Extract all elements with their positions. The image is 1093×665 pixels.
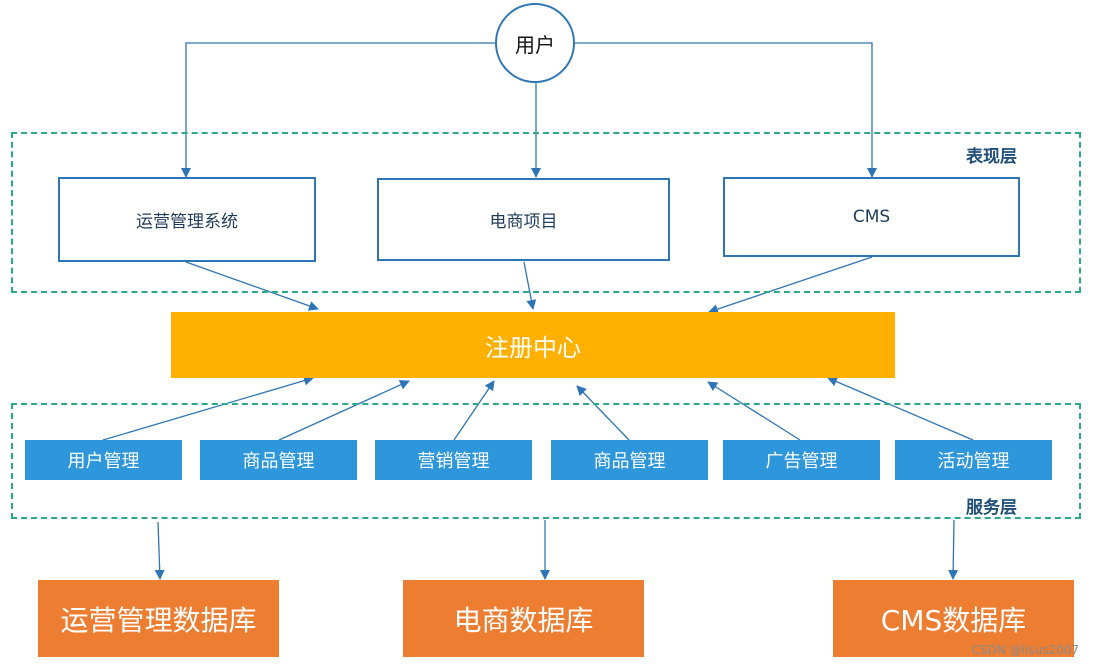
- arrow-svc6-to-registry: [827, 376, 974, 441]
- arrow-svc2-to-registry: [278, 380, 410, 441]
- arrow-to-cms-db: [948, 519, 959, 580]
- cms-database: CMS数据库: [833, 580, 1074, 657]
- service-label: 商品管理: [593, 451, 666, 472]
- ecommerce-project-label: 电商项目: [489, 212, 558, 232]
- user-label: 用户: [515, 32, 555, 57]
- service-layer-label: 服务层: [966, 498, 1017, 518]
- arrow-svc4-to-registry: [576, 385, 630, 441]
- user-node: 用户: [495, 3, 575, 83]
- ecommerce-project: 电商项目: [377, 178, 670, 261]
- arrow-ops-to-registry: [185, 261, 319, 311]
- service-activity-management: 活动管理: [895, 440, 1052, 480]
- database-label: 电商数据库: [453, 603, 594, 637]
- registry-center: 注册中心: [171, 312, 895, 378]
- arrow-svc5-to-registry: [707, 381, 801, 441]
- arrow-to-ops-db: [154, 521, 165, 580]
- arrow-svc3-to-registry: [453, 380, 495, 441]
- service-label: 商品管理: [242, 451, 315, 472]
- service-ad-management: 广告管理: [723, 440, 880, 480]
- service-marketing-management: 营销管理: [375, 440, 532, 480]
- arrow-cms-to-registry: [708, 256, 873, 314]
- service-label: 活动管理: [937, 451, 1010, 472]
- service-user-management: 用户管理: [25, 440, 182, 480]
- ops-management-system: 运营管理系统: [58, 177, 316, 262]
- arrow-ecommerce-to-registry: [523, 261, 537, 310]
- ecommerce-database: 电商数据库: [403, 580, 644, 657]
- service-label: 广告管理: [765, 451, 838, 472]
- service-label: 用户管理: [67, 451, 140, 472]
- ops-management-database: 运营管理数据库: [38, 580, 279, 657]
- presentation-layer-label: 表现层: [966, 147, 1017, 167]
- service-product-management: 商品管理: [200, 440, 357, 480]
- service-product-management-2: 商品管理: [551, 440, 708, 480]
- presentation-layer-box: [11, 132, 1081, 293]
- cms-system: CMS: [723, 177, 1020, 257]
- watermark: CSDN @lisus2007: [971, 643, 1079, 657]
- ops-management-system-label: 运营管理系统: [136, 212, 238, 232]
- arrow-svc1-to-registry: [102, 375, 314, 441]
- database-label: 运营管理数据库: [60, 603, 257, 637]
- service-layer-box: [11, 403, 1081, 519]
- service-label: 营销管理: [417, 451, 490, 472]
- registry-center-label: 注册中心: [485, 333, 581, 362]
- cms-system-label: CMS: [852, 207, 891, 227]
- database-label: CMS数据库: [880, 603, 1027, 637]
